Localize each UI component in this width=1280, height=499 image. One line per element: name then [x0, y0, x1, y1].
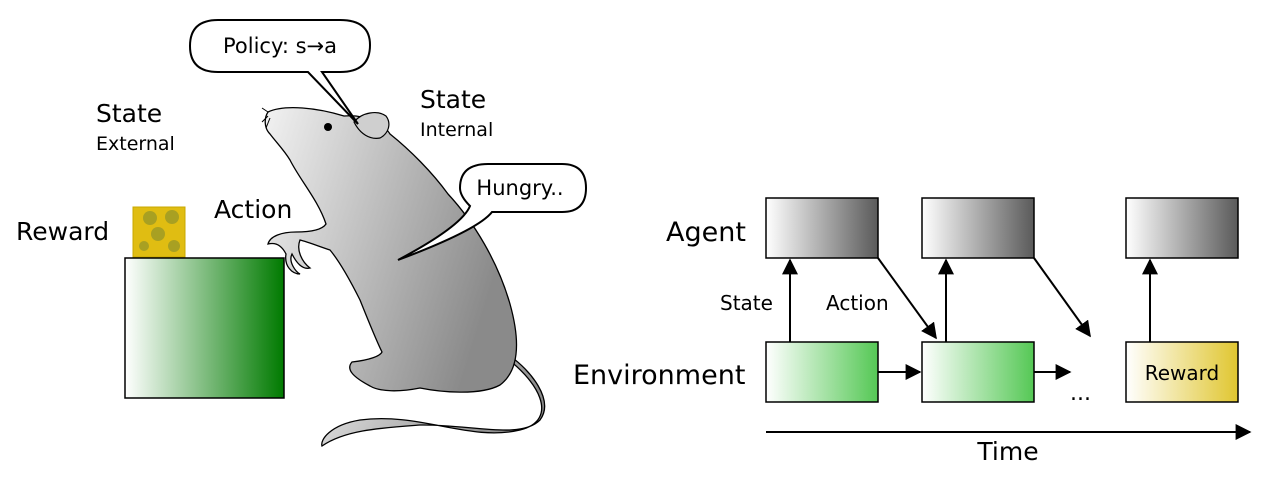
reward-box — [1125, 341, 1239, 403]
state-external-title: State — [96, 99, 162, 128]
environment-box-t2 — [921, 341, 1035, 403]
rat-body — [264, 107, 518, 393]
action-label-right: Action — [826, 291, 889, 315]
state-label-right: State — [720, 291, 773, 315]
speech-bubble-policy — [188, 19, 372, 125]
state-internal-sub: Internal — [420, 119, 493, 141]
time-label: Time — [976, 437, 1038, 466]
action-label-left: Action — [214, 195, 292, 224]
row-environment-label: Environment — [573, 360, 745, 391]
action-arrow-t2 — [1033, 257, 1091, 338]
action-arrow-t1 — [877, 257, 937, 340]
environment-box-left — [124, 257, 285, 399]
reward-label-left: Reward — [16, 217, 109, 246]
rat-whiskers — [261, 107, 271, 129]
environment-box-t1 — [765, 341, 879, 403]
reward-box-label: Reward — [1145, 361, 1219, 385]
row-agent-label: Agent — [666, 217, 746, 248]
rat-ear — [353, 112, 390, 139]
state-external-sub: External — [96, 133, 175, 155]
cheese-icon — [132, 206, 186, 258]
agent-box-t1 — [765, 197, 879, 259]
speech-hungry-text: Hungry.. — [476, 176, 563, 200]
state-internal-title: State — [420, 85, 486, 114]
agent-box-t3 — [1125, 197, 1239, 259]
rat-eye — [324, 123, 332, 131]
speech-bubble-hungry — [397, 163, 588, 261]
ellipsis: ... — [1070, 381, 1091, 406]
agent-box-t2 — [921, 197, 1035, 259]
rat-tail — [321, 351, 546, 448]
speech-policy-text: Policy: s→a — [223, 34, 337, 58]
